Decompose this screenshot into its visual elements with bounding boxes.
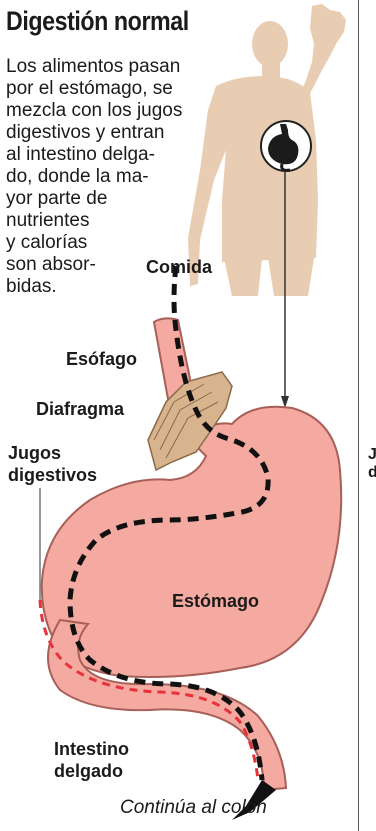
food-path (67, 265, 271, 781)
description: Los alimentos pasan por el estómago, se … (6, 56, 182, 298)
label-stomach: Estómago (172, 591, 260, 611)
column-divider (358, 0, 359, 831)
diaphragm-shape (147, 371, 233, 472)
description-line: al intestino delga- (6, 144, 155, 165)
description-line: do, donde la ma- (6, 166, 149, 187)
label-juices-1: Jugos (8, 443, 62, 463)
diaphragm-striations (153, 383, 219, 459)
label-food: Comida (146, 257, 213, 277)
label-diaphragm: Diafragma (36, 399, 125, 419)
description-line: y calorías (6, 232, 88, 253)
stomach-icon (260, 120, 312, 172)
description-line: por el estómago, se (6, 78, 173, 99)
page-title: Digestión normal (6, 6, 189, 36)
edge-letter-j: J (368, 446, 376, 463)
description-line: bidas. (6, 276, 57, 297)
label-esophagus: Esófago (66, 349, 138, 369)
description-line: Los alimentos pasan (6, 56, 181, 77)
pointer-line (281, 171, 289, 408)
description-line: digestivos y entran (6, 122, 165, 143)
description-line: nutrientes (6, 210, 90, 231)
colon-arrow (232, 780, 276, 820)
edge-letter-d: d (368, 464, 376, 481)
caption-colon: Continúa al colon (120, 797, 267, 818)
description-line: yor parte de (6, 188, 108, 209)
juice-path (38, 599, 260, 781)
label-juices-2: digestivos (8, 465, 98, 485)
label-intestine-1: Intestino (54, 739, 129, 759)
description-line: son absor- (6, 254, 96, 275)
label-intestine-2: delgado (54, 761, 124, 781)
description-line: mezcla con los jugos (6, 100, 183, 121)
